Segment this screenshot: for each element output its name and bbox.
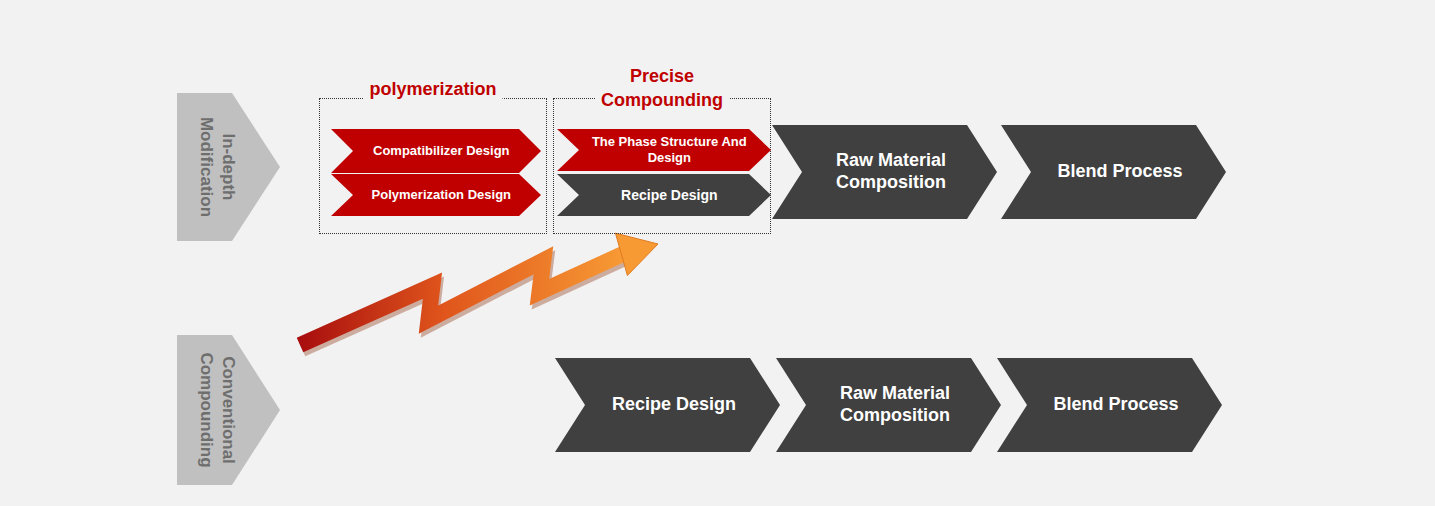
category-chevron: Conventional Compounding (177, 335, 280, 485)
process-chevron: Raw Material Composition (772, 125, 997, 219)
arrow-head (615, 233, 658, 275)
chevron-fill (177, 335, 280, 485)
group-box: The Phase Structure And DesignRecipe Des… (553, 98, 771, 234)
group-box: Compatibilizer DesignPolymerization Desi… (319, 98, 547, 234)
chevron-fill (555, 358, 780, 452)
process-chevron: The Phase Structure And Design (557, 129, 771, 171)
step-label: The Phase Structure And Design (583, 134, 756, 165)
category-label: Conventional Compounding (195, 345, 239, 475)
chevron-fill (997, 358, 1222, 452)
step-label: Blend Process (1053, 394, 1178, 416)
process-chevron: Polymerization Design (331, 174, 541, 216)
process-chevron: Recipe Design (557, 174, 771, 216)
chevron-fill (557, 174, 771, 216)
step-label: Blend Process (1057, 161, 1182, 183)
chevron-fill (776, 358, 1001, 452)
category-label: In-depth Modification (195, 102, 239, 232)
chevron-fill (557, 129, 771, 171)
process-chevron: Raw Material Composition (776, 358, 1001, 452)
chevron-fill (177, 93, 280, 241)
chevron-fill (1001, 125, 1226, 219)
step-label: Raw Material Composition (806, 150, 976, 193)
chevron-fill (331, 174, 541, 216)
process-chevron: Blend Process (997, 358, 1222, 452)
step-label: Raw Material Composition (810, 383, 980, 426)
zigzag-arrow (300, 233, 658, 349)
group-heading: Precise Compounding (595, 64, 729, 112)
arrow-body (300, 254, 623, 345)
step-label: Polymerization Design (372, 187, 511, 203)
process-chevron: Recipe Design (555, 358, 780, 452)
chevron-fill (772, 125, 997, 219)
step-label: Compatibilizer Design (373, 143, 510, 159)
step-label: Recipe Design (621, 187, 717, 204)
category-chevron: In-depth Modification (177, 93, 280, 241)
process-chevron: Blend Process (1001, 125, 1226, 219)
chevron-fill (331, 129, 541, 173)
step-label: Recipe Design (612, 394, 736, 416)
group-heading: polymerization (363, 77, 502, 101)
process-chevron: Compatibilizer Design (331, 129, 541, 173)
